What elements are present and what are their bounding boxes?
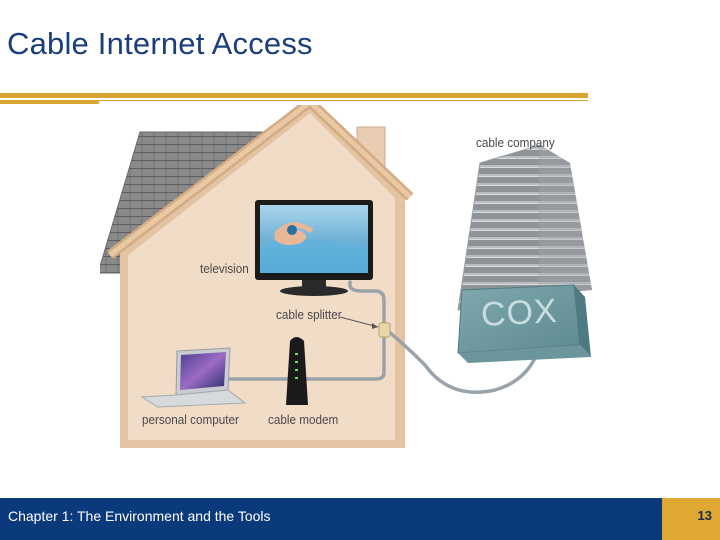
footer-chapter-band: Chapter 1: The Environment and the Tools xyxy=(0,498,662,540)
cable-internet-diagram: cable company television cable splitter … xyxy=(97,97,620,495)
label-cable-modem: cable modem xyxy=(268,412,339,427)
label-personal-computer: personal computer xyxy=(142,412,239,427)
title-rule-thin xyxy=(0,100,588,101)
title-rule-stub xyxy=(0,101,99,104)
slide-title: Cable Internet Access xyxy=(7,26,313,61)
label-cable-company: cable company xyxy=(476,135,555,150)
personal-computer xyxy=(140,347,247,408)
cable-company-building xyxy=(457,144,592,363)
label-television: television xyxy=(200,261,249,276)
title-rule-thick xyxy=(0,93,588,98)
building-sign-logo: COX xyxy=(480,291,559,334)
television xyxy=(255,200,373,296)
footer-bar: Chapter 1: The Environment and the Tools… xyxy=(0,498,720,540)
label-cable-splitter: cable splitter xyxy=(276,307,342,322)
cable-wiring xyxy=(188,280,542,394)
page-number: 13 xyxy=(697,508,712,523)
footer-chapter-title: Chapter 1: The Environment and the Tools xyxy=(8,508,271,524)
cable-splitter xyxy=(339,316,391,338)
footer-page-box: 13 xyxy=(662,498,720,540)
cable-modem xyxy=(286,337,308,405)
